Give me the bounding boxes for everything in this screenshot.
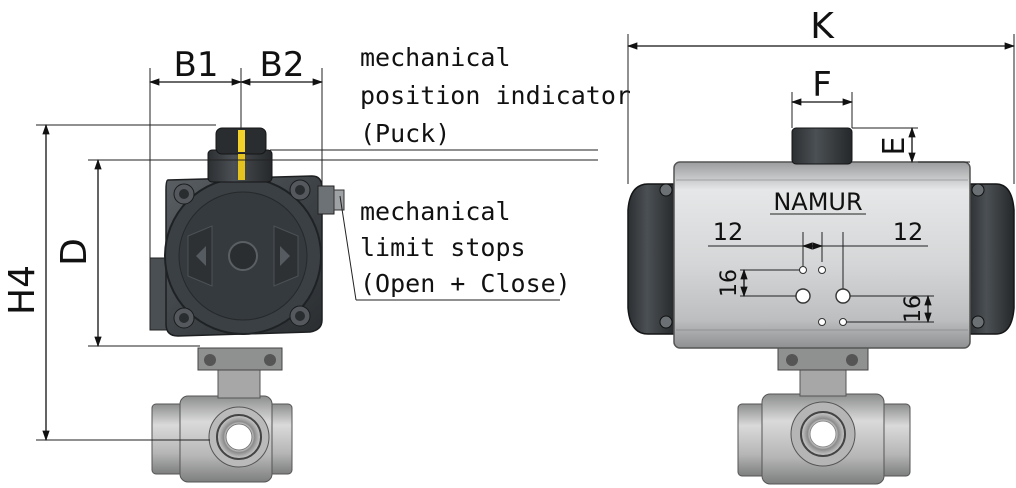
dim-h4: H4 [2,265,43,315]
end-cap-left [627,183,677,335]
stops-label-line1: mechanical [360,197,511,226]
indicator-label-line2: position indicator [360,81,631,110]
dim-e: E [877,137,912,156]
front-view: NAMUR 12 12 16 16 K F E [626,6,1016,485]
side-dimensions [36,68,598,442]
front-dimensions [626,34,1016,184]
dim-b1: B1 [174,45,219,85]
annotation-leaders [270,149,598,301]
end-cap-right [967,183,1015,335]
namur-height-right: 16 [901,295,926,323]
puck-front [791,127,853,165]
valve-body-front [737,347,911,485]
stops-label-line3: (Open + Close) [360,269,571,298]
namur-spacing-left: 12 [713,218,744,246]
actuator-side [149,127,345,337]
indicator-label-line1: mechanical [360,43,511,72]
indicator-label-line3: (Puck) [360,119,450,148]
dim-k: K [810,6,835,47]
namur-height-left: 16 [717,269,742,297]
dim-b2: B2 [260,45,305,85]
namur-spacing-right: 12 [893,218,924,246]
namur-pattern [708,213,934,326]
dim-f: F [812,65,832,105]
dim-d: D [54,238,95,266]
stops-label-line2: limit stops [360,233,526,262]
valve-body-side [151,347,293,483]
side-view: B1 B2 H4 D mechanical position indicator… [2,43,631,483]
namur-label: NAMUR [773,188,862,216]
